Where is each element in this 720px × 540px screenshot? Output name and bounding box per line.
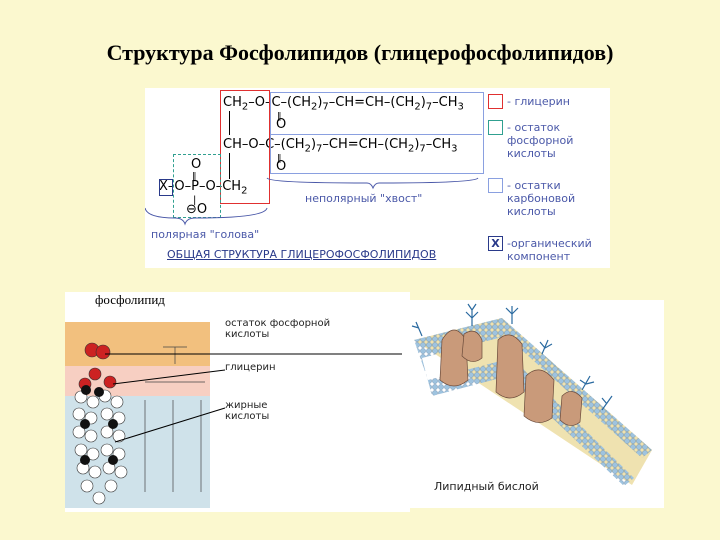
carbonyl-oxygen-1: O — [276, 117, 287, 132]
lipid-bilayer-panel: Липидный бислой — [402, 300, 664, 508]
bracket-lines — [145, 177, 479, 226]
bilayer-drawing — [411, 303, 652, 486]
acid-box-2 — [270, 134, 482, 173]
legend-acid-swatch — [488, 178, 503, 193]
glycerol-label: глицерин — [225, 362, 276, 373]
formula-panel: CH2–O–C–(CH2)7–CH=CH–(CH2)7–CH3 ‖ O CH–O… — [145, 88, 610, 268]
polar-head-caption: полярная "голова" — [151, 228, 260, 241]
phosphate-oxygen-bottom: ⊖O — [186, 202, 208, 217]
molecule-drawing — [72, 342, 410, 505]
legend-organic-label: -органический компонент — [507, 237, 592, 263]
slide-title: Структура Фосфолипидов (глицерофосфолипи… — [106, 40, 614, 65]
glycerol-box — [220, 90, 270, 204]
formula-row-1: CH2–O–C–(CH2)7–CH=CH–(CH2)7–CH3 — [223, 95, 464, 113]
fatty-acids-label: жирные кислоты — [225, 400, 270, 422]
phosphate-residue-label: остаток фосфорной кислоты — [225, 318, 331, 340]
legend-organic-swatch: X — [488, 236, 503, 251]
x-component-box — [159, 179, 173, 196]
nonpolar-tail-caption: неполярный "хвост" — [305, 192, 423, 205]
phospholipid-heading: фосфолипид — [95, 292, 165, 307]
carbonyl-oxygen-2: O — [276, 159, 287, 174]
general-structure-caption: ОБЩАЯ СТРУКТУРА ГЛИЦЕРОФОСФОЛИПИДОВ — [167, 248, 437, 261]
phospholipid-model-panel: фосфолипид — [65, 292, 410, 512]
phosphate-oxygen-top: O — [191, 157, 202, 172]
legend-glycerol-swatch — [488, 94, 503, 109]
formula-row-3: CH–O–C–(CH2)7–CH=CH–(CH2)7–CH3 — [223, 137, 458, 155]
legend-phosphate-label: - остаток фосфорной кислоты — [507, 121, 574, 160]
acid-box-1 — [270, 92, 484, 174]
legend-phosphate-swatch — [488, 120, 503, 135]
legend-acid-label: - остатки карбоновой кислоты — [507, 179, 576, 218]
legend-glycerol-label: - глицерин — [507, 95, 571, 108]
lipid-bilayer-caption: Липидный бислой — [434, 480, 539, 493]
